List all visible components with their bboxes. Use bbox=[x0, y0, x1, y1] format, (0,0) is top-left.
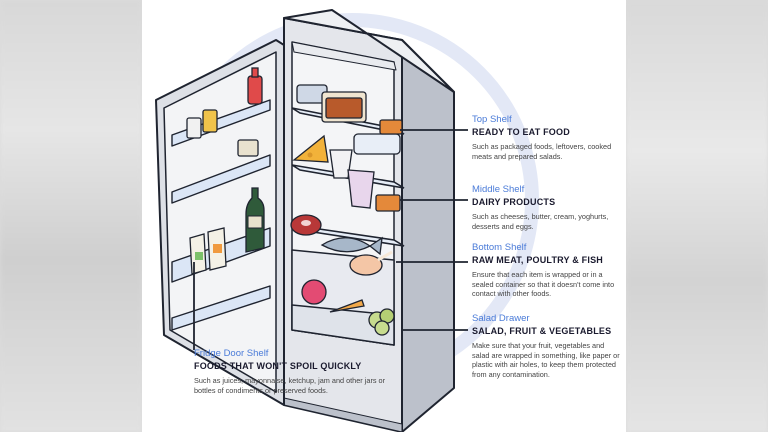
jar-icon bbox=[186, 117, 202, 139]
broccoli-icon bbox=[368, 308, 395, 336]
label-fridge-door-shelf: Fridge Door Shelf FOODS THAT WON'T SPOIL… bbox=[194, 348, 394, 395]
salad-drawer-food bbox=[301, 279, 395, 336]
middle-shelf-food bbox=[292, 134, 401, 212]
fridge-door-shelf-title: Fridge Door Shelf bbox=[194, 348, 269, 359]
blurred-background-right bbox=[626, 0, 768, 432]
bottom-shelf-heading: RAW MEAT, POULTRY & FISH bbox=[472, 254, 603, 265]
fridge-door-shelf-heading: FOODS THAT WON'T SPOIL QUICKLY bbox=[194, 360, 362, 371]
bottom-shelf-description: Ensure that each item is wrapped or in a… bbox=[472, 270, 615, 299]
salad-drawer-title: Salad Drawer bbox=[472, 313, 530, 324]
fridge-illustration bbox=[155, 9, 539, 432]
top-shelf-heading: READY TO EAT FOOD bbox=[472, 126, 570, 137]
bottom-shelf-title: Bottom Shelf bbox=[472, 242, 527, 253]
infographic-panel: Top Shelf READY TO EAT FOOD Such as pack… bbox=[142, 0, 626, 432]
top-shelf-food bbox=[296, 84, 403, 155]
middle-shelf-title: Middle Shelf bbox=[472, 184, 525, 195]
label-top-shelf: Top Shelf READY TO EAT FOOD Such as pack… bbox=[472, 114, 622, 161]
label-middle-shelf: Middle Shelf DAIRY PRODUCTS Such as chee… bbox=[472, 184, 622, 231]
cheese-icon bbox=[292, 134, 329, 163]
carrot-icon bbox=[329, 299, 365, 313]
chicken-icon bbox=[349, 254, 383, 276]
middle-shelf-description: Such as cheeses, butter, cream, yoghurts… bbox=[472, 212, 609, 231]
bottom-shelf-food bbox=[290, 214, 393, 276]
blurred-background-left bbox=[0, 0, 142, 432]
middle-shelf-heading: DAIRY PRODUCTS bbox=[472, 196, 556, 207]
label-salad-drawer: Salad Drawer SALAD, FRUIT & VEGETABLES M… bbox=[472, 313, 622, 379]
fridge-door bbox=[155, 39, 285, 406]
top-shelf-title: Top Shelf bbox=[472, 114, 512, 125]
label-bottom-shelf: Bottom Shelf RAW MEAT, POULTRY & FISH En… bbox=[472, 242, 622, 299]
salad-drawer-description: Make sure that your fruit, vegetables an… bbox=[472, 341, 620, 379]
fridge-door-shelf-description: Such as juices, mayonnaise, ketchup, jam… bbox=[194, 376, 386, 395]
callout-lines bbox=[193, 129, 468, 350]
fish-icon bbox=[320, 236, 383, 256]
ketchup-bottle-icon bbox=[247, 75, 263, 105]
tomato-icon bbox=[301, 279, 327, 305]
top-shelf-description: Such as packaged foods, leftovers, cooke… bbox=[472, 142, 612, 161]
salad-drawer-heading: SALAD, FRUIT & VEGETABLES bbox=[472, 325, 612, 336]
yoghurt-icon bbox=[329, 149, 353, 179]
